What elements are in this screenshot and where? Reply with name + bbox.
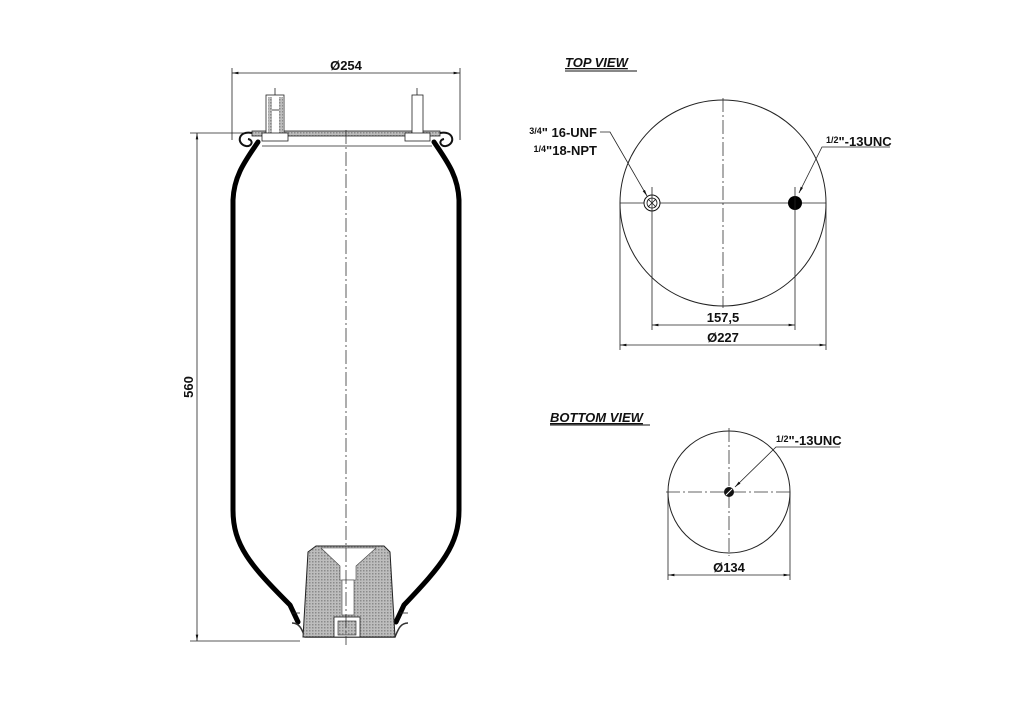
stud-spacing-label: 157,5 (707, 310, 740, 325)
port-left-spec-1: 3/4" 16-UNF (529, 125, 597, 140)
top-view: TOP VIEW 3/4" 16-UNF 1/4"18-NPT 1/2"-13U… (529, 55, 892, 350)
bottom-port-spec: 1/2"-13UNC (776, 433, 842, 448)
height-dimension-560: 560 (181, 132, 300, 642)
top-view-title: TOP VIEW (565, 55, 630, 70)
side-view: Ø254 560 (181, 58, 462, 645)
diameter-label: Ø254 (330, 58, 363, 73)
port-right-spec: 1/2"-13UNC (826, 134, 892, 149)
bottom-piston (291, 545, 409, 638)
port-left-spec-2: 1/4"18-NPT (534, 143, 598, 158)
height-label: 560 (181, 376, 196, 398)
bellows-body (230, 139, 462, 625)
air-port-left (600, 131, 661, 330)
top-diameter-label: Ø227 (707, 330, 739, 345)
bottom-diameter-label: Ø134 (713, 560, 746, 575)
diameter-dimension-254: Ø254 (231, 58, 461, 140)
mounting-stud-right (788, 146, 890, 330)
bottom-view: BOTTOM VIEW 1/2"-13UNC Ø134 (550, 410, 842, 580)
bottom-view-title: BOTTOM VIEW (550, 410, 645, 425)
